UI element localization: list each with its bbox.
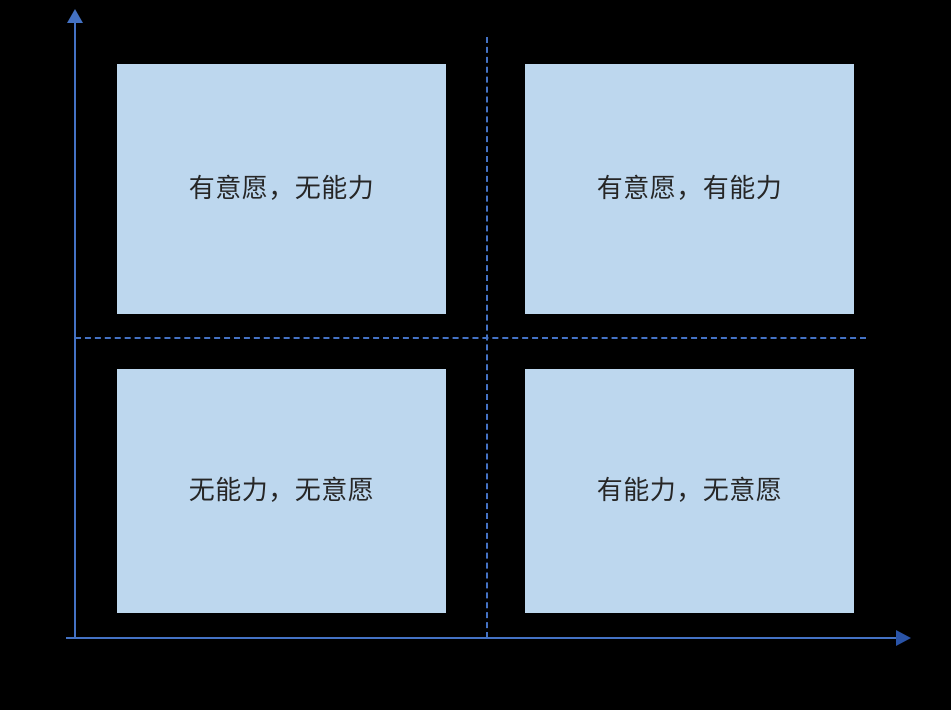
quadrant-top-left-label: 有意愿，无能力 xyxy=(188,173,375,204)
quadrant-bottom-right-label: 有能力，无意愿 xyxy=(596,475,783,506)
arrow-right-icon xyxy=(896,630,911,646)
quadrant-top-right-label: 有意愿，有能力 xyxy=(596,173,783,204)
dashed-horizontal-divider xyxy=(75,337,866,339)
quadrant-bottom-right[interactable]: 有能力，无意愿 xyxy=(525,369,854,613)
y-axis-line xyxy=(74,20,76,639)
x-axis-line xyxy=(66,637,903,639)
quadrant-bottom-left[interactable]: 无能力，无意愿 xyxy=(117,369,446,613)
quadrant-top-right[interactable]: 有意愿，有能力 xyxy=(525,64,854,314)
arrow-up-icon xyxy=(67,9,83,23)
quadrant-top-left[interactable]: 有意愿，无能力 xyxy=(117,64,446,314)
quadrant-bottom-left-label: 无能力，无意愿 xyxy=(188,475,375,506)
